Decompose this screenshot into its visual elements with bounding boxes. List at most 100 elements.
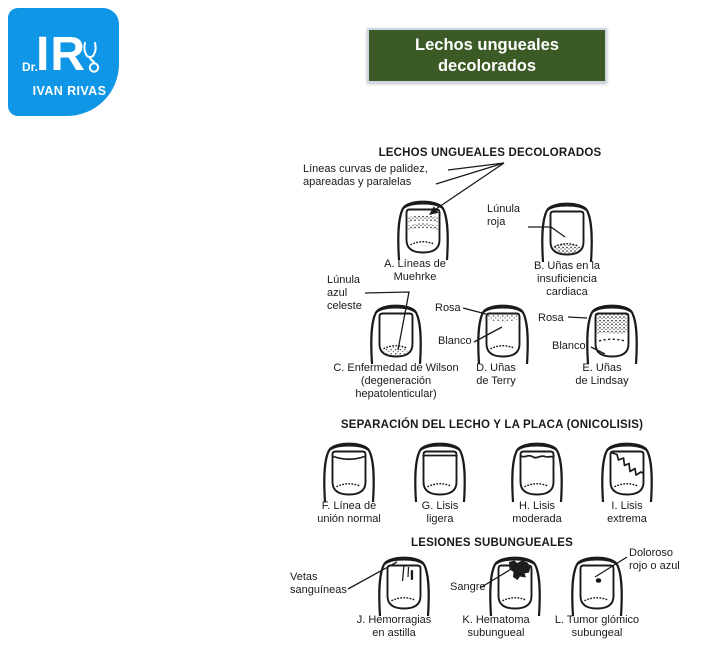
label-line: B. Uñas en la xyxy=(533,260,601,272)
normal-union-line xyxy=(333,455,365,461)
figure-g-label: G. Lisis ligera xyxy=(422,500,459,526)
label-line: F. Línea de xyxy=(321,500,377,512)
banner-line-1: Lechos ungueales xyxy=(415,35,559,54)
callout-line-text: Doloroso xyxy=(629,547,674,559)
label-line: C. Enfermedad de Wilson xyxy=(333,362,459,374)
callout-line-text: Lúnula xyxy=(487,203,521,215)
figure-a-label: A. Líneas de Muehrke xyxy=(384,258,446,284)
callout-lunula-roja: Lúnula roja xyxy=(487,203,520,229)
section-title-subungueales: LESIONES SUBUNGUEALES xyxy=(410,537,574,549)
figure-c-label: C. Enfermedad de Wilson (degeneración he… xyxy=(333,362,458,401)
label-line: G. Lisis xyxy=(421,500,459,512)
figure-g: G. Lisis ligera xyxy=(385,436,495,526)
nail-a-illustration xyxy=(397,200,449,260)
nail-c-illustration xyxy=(370,304,422,364)
logo-dr-label: Dr. xyxy=(22,60,39,74)
label-line: extrema xyxy=(607,513,647,525)
callout-terry-rosa: Rosa xyxy=(435,302,461,315)
callout-line-text: Líneas curvas de palidez, xyxy=(303,163,428,175)
muehrcke-band-1 xyxy=(408,215,438,223)
callout-line-text: sanguíneas xyxy=(290,584,347,596)
figure-f: F. Línea de unión normal xyxy=(294,436,404,526)
figure-b-label: B. Uñas en la insuficiencia cardiaca xyxy=(534,260,600,299)
title-banner: Lechos ungueales decolorados xyxy=(367,28,607,83)
section-title-decolorados: LECHOS UNGUEALES DECOLORADOS xyxy=(378,147,602,159)
banner-line-2: decolorados xyxy=(437,56,537,75)
figure-l: L. Tumor glómico subungeal xyxy=(537,550,657,640)
callout-lindsay-rosa: Rosa xyxy=(538,312,564,325)
nail-e-illustration xyxy=(586,304,638,364)
figure-k-label: K. Hematoma subungueal xyxy=(462,614,529,640)
nail-j-illustration xyxy=(378,556,430,616)
figure-e-label: E. Uñas de Lindsay xyxy=(575,362,628,388)
nail-k-illustration xyxy=(489,556,541,616)
label-line: hepatolenticular) xyxy=(355,388,437,400)
label-line: (degeneración xyxy=(360,375,432,387)
figure-j-label: J. Hemorragias en astilla xyxy=(357,614,432,640)
nail-l-illustration xyxy=(571,556,623,616)
figure-c: C. Enfermedad de Wilson (degeneración he… xyxy=(316,298,476,401)
figure-j: J. Hemorragias en astilla xyxy=(344,550,464,640)
stethoscope-icon xyxy=(83,42,100,73)
callout-line-text: Rosa xyxy=(538,312,564,324)
label-line: en astilla xyxy=(372,627,416,639)
label-line: moderada xyxy=(512,513,562,525)
label-line: Muehrke xyxy=(393,271,437,283)
label-line: A. Líneas de xyxy=(384,258,446,270)
label-line: D. Uñas xyxy=(476,362,516,374)
label-line: L. Tumor glómico xyxy=(554,614,640,626)
label-line: subungeal xyxy=(571,627,623,639)
nail-f-illustration xyxy=(323,442,375,502)
hematoma-blob xyxy=(509,560,531,580)
glomus-dot xyxy=(595,578,602,583)
splinter-streak xyxy=(407,566,410,578)
nail-d-illustration xyxy=(477,304,529,364)
figure-b: B. Uñas en la insuficiencia cardiaca xyxy=(512,196,622,299)
label-line: E. Uñas xyxy=(582,362,622,374)
label-line: unión normal xyxy=(317,513,381,525)
logo-name: IVAN RIVAS xyxy=(32,84,107,98)
figure-h-label: H. Lisis moderada xyxy=(512,500,562,526)
callout-line-text: Vetas xyxy=(290,571,318,583)
label-line: H. Lisis xyxy=(518,500,556,512)
figure-a: A. Líneas de Muehrke xyxy=(368,194,478,284)
callout-line-text: Rosa xyxy=(435,302,461,314)
pink-proximal-half xyxy=(596,314,628,334)
callout-sangre: Sangre xyxy=(450,581,485,594)
splinter-streak xyxy=(401,564,405,582)
muehrcke-leader-2 xyxy=(435,162,505,185)
muehrcke-leader-1 xyxy=(447,162,505,171)
section-title-onicolisis: SEPARACIÓN DEL LECHO Y LA PLACA (ONICOLI… xyxy=(340,419,644,431)
label-line: cardiaca xyxy=(546,286,588,298)
label-line: de Terry xyxy=(476,375,516,387)
jagged-lysis-line xyxy=(610,451,644,476)
nail-i-illustration xyxy=(601,442,653,502)
callout-line-text: Blanco xyxy=(552,340,586,352)
figure-e: E. Uñas de Lindsay xyxy=(557,298,667,388)
figure-k: K. Hematoma subungueal xyxy=(460,550,570,640)
nail-b-illustration xyxy=(541,202,593,262)
label-line: insuficiencia xyxy=(537,273,597,285)
wavy-lysis-line xyxy=(519,454,554,459)
figure-d: D. Uñas de Terry xyxy=(448,298,558,388)
nail-h-illustration xyxy=(511,442,563,502)
label-line: I. Lisis xyxy=(611,500,643,512)
callout-line-text: roja xyxy=(487,216,506,228)
callout-line-text: celeste xyxy=(327,300,362,312)
label-line: de Lindsay xyxy=(575,375,629,387)
nail-g-illustration xyxy=(414,442,466,502)
white-band-boundary xyxy=(598,338,626,342)
figure-i-label: I. Lisis extrema xyxy=(607,500,647,526)
figure-h: H. Lisis moderada xyxy=(482,436,592,526)
label-line: subungueal xyxy=(467,627,525,639)
label-line: K. Hematoma xyxy=(462,614,530,626)
callout-line-text: apareadas y paralelas xyxy=(303,176,412,188)
logo: Dr. IR IVAN RIVAS xyxy=(8,8,119,116)
callout-line-text: Lúnula xyxy=(327,274,361,286)
callout-vetas: Vetas sanguíneas xyxy=(290,571,347,597)
label-line: ligera xyxy=(426,513,454,525)
callout-lindsay-blanco: Blanco xyxy=(552,340,586,353)
logo-monogram-text: IR xyxy=(36,28,86,78)
muehrcke-band-2 xyxy=(408,223,438,230)
